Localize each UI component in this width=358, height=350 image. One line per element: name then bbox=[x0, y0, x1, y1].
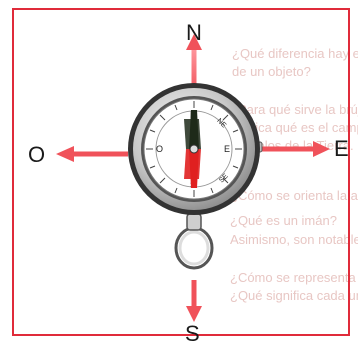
frame-border bbox=[12, 8, 350, 336]
compass-bail bbox=[186, 213, 202, 231]
needle-pivot bbox=[189, 144, 199, 154]
label-west: O bbox=[28, 142, 45, 167]
arrow-west-icon bbox=[56, 146, 128, 162]
arrow-north-icon bbox=[186, 34, 202, 94]
dial-se: SE bbox=[218, 173, 230, 185]
bg-text-line: Explica qué es el campo magnético y bbox=[230, 120, 358, 135]
label-south: S bbox=[185, 321, 200, 345]
arrow-south-icon bbox=[186, 280, 202, 322]
bg-text-line: ¿Qué es un imán? bbox=[230, 213, 337, 228]
background-text: ¿Qué diferencia hay entre la foto y el d… bbox=[230, 46, 358, 303]
dial-w: O bbox=[156, 144, 163, 154]
label-east: E bbox=[334, 136, 349, 161]
arrow-east-icon bbox=[262, 141, 330, 157]
compass-icon: N NE E SE S O bbox=[128, 83, 263, 270]
bg-text-line: de un objeto? bbox=[232, 64, 311, 79]
label-north: N bbox=[186, 20, 202, 45]
bg-text-line: Asimismo, son notables las referencias bbox=[230, 232, 358, 247]
bg-text-line: ¿Qué diferencia hay entre la foto y el bbox=[232, 46, 358, 61]
dial-e: E bbox=[224, 144, 230, 154]
bg-text-line: ¿Cómo se representa en los planos? bbox=[230, 270, 358, 285]
bg-text-line: ¿Para qué sirve la brújula? bbox=[230, 102, 358, 117]
bg-text-line: ¿Qué significa cada uno? bbox=[230, 288, 358, 303]
bg-text-line: ¿Cómo se orienta la aguja? bbox=[230, 188, 358, 203]
